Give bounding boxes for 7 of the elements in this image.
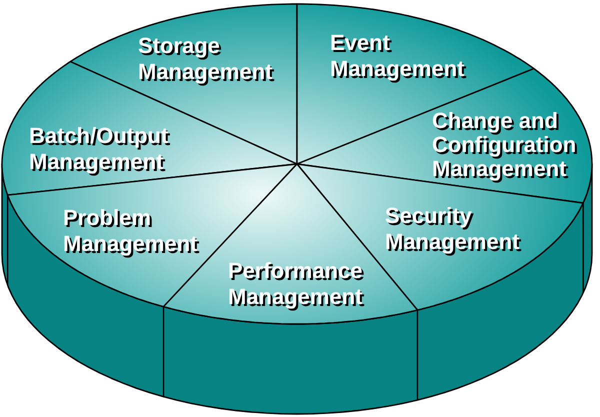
sector-label: Event Management (330, 30, 466, 82)
sector-label: Problem Management (63, 205, 198, 257)
sector-label: Change and Configuration Management (432, 109, 578, 181)
sector-label: Security Management (385, 203, 520, 255)
sector-label: Batch/Output Management (29, 123, 170, 175)
sector-label: Storage Management (138, 33, 274, 85)
sector-label: Performance Management (228, 258, 364, 310)
